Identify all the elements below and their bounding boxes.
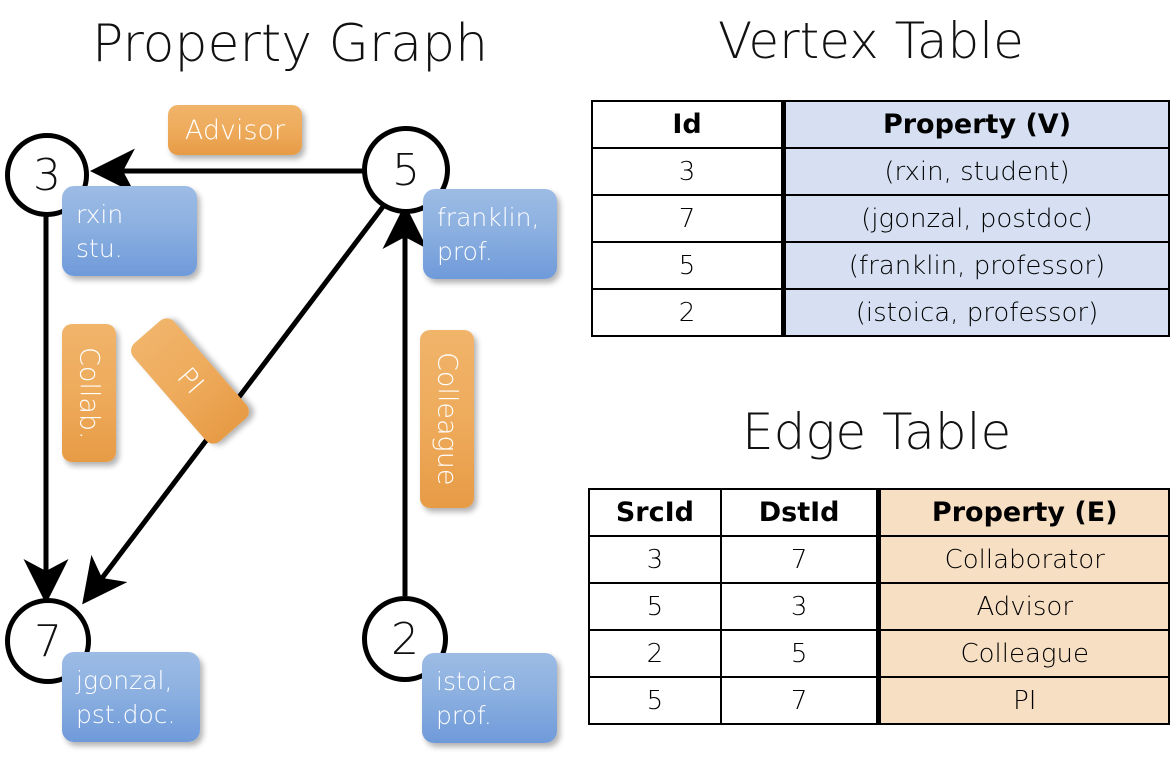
vertex-cell-id: 5: [591, 241, 785, 290]
graph-node-3-property-line-1: rxin: [76, 200, 124, 229]
graph-node-5-label: 5: [392, 144, 420, 196]
table-row[interactable]: 5 7 PI: [588, 676, 1170, 725]
vertex-cell-id: 7: [591, 194, 785, 243]
graph-node-7-property-line-2: pst.doc.: [76, 700, 176, 729]
graph-node-5-property-line-1: franklin,: [437, 203, 540, 232]
graph-node-2-property-box: istoica prof.: [422, 653, 557, 743]
edge-cell-property: PI: [876, 676, 1170, 725]
page-title-vertex-table: Vertex Table: [718, 12, 1024, 70]
graph-node-5-property-box: franklin, prof.: [423, 189, 557, 279]
graph-node-2[interactable]: 2: [362, 596, 448, 682]
vertex-cell-property: (rxin, student): [781, 147, 1170, 196]
graph-node-3-label: 3: [33, 149, 61, 201]
vertex-cell-property: (istoica, professor): [781, 288, 1170, 337]
edge-label-collab: Collab.: [62, 324, 116, 462]
edge-cell-property: Advisor: [876, 582, 1170, 631]
vertex-table-col-property: Property (V): [781, 100, 1170, 149]
graph-node-5-property-line-2: prof.: [437, 237, 493, 266]
graph-node-7-property-line-1: jgonzal,: [76, 666, 173, 695]
edge-table: SrcId DstId Property (E) 3 7 Collaborato…: [588, 488, 1170, 725]
vertex-cell-property: (jgonzal, postdoc): [781, 194, 1170, 243]
vertex-table-col-id: Id: [591, 100, 785, 149]
edge-cell-srcid: 2: [588, 629, 722, 678]
edge-cell-srcid: 5: [588, 582, 722, 631]
edge-cell-dstid: 7: [719, 535, 880, 584]
edge-table-col-property: Property (E): [876, 488, 1170, 537]
graph-node-7-property-box: jgonzal, pst.doc.: [62, 652, 200, 742]
table-row[interactable]: 7 (jgonzal, postdoc): [591, 194, 1170, 243]
edge-label-advisor: Advisor: [168, 105, 302, 155]
graph-node-2-property-line-1: istoica: [436, 667, 518, 696]
graph-node-3-property-line-2: stu.: [76, 234, 123, 263]
edge-cell-srcid: 3: [588, 535, 722, 584]
edge-table-col-srcid: SrcId: [588, 488, 722, 537]
vertex-cell-property: (franklin, professor): [781, 241, 1170, 290]
page-title-edge-table: Edge Table: [742, 403, 1012, 461]
graph-node-3-property-box: rxin stu.: [62, 186, 197, 276]
edge-cell-dstid: 3: [719, 582, 880, 631]
table-row[interactable]: 2 5 Colleague: [588, 629, 1170, 678]
vertex-table-header-row: Id Property (V): [591, 100, 1170, 149]
graph-node-7-label: 7: [34, 615, 62, 667]
vertex-cell-id: 3: [591, 147, 785, 196]
edge-cell-dstid: 7: [719, 676, 880, 725]
edge-table-header-row: SrcId DstId Property (E): [588, 488, 1170, 537]
table-row[interactable]: 3 7 Collaborator: [588, 535, 1170, 584]
edge-cell-dstid: 5: [719, 629, 880, 678]
edge-cell-property: Collaborator: [876, 535, 1170, 584]
edge-table-col-dstid: DstId: [719, 488, 880, 537]
vertex-table: Id Property (V) 3 (rxin, student) 7 (jgo…: [591, 100, 1170, 337]
table-row[interactable]: 5 3 Advisor: [588, 582, 1170, 631]
table-row[interactable]: 2 (istoica, professor): [591, 288, 1170, 337]
edge-cell-srcid: 5: [588, 676, 722, 725]
page-title-property-graph: Property Graph: [92, 14, 489, 74]
vertex-cell-id: 2: [591, 288, 785, 337]
edge-cell-property: Colleague: [876, 629, 1170, 678]
edge-label-colleague: Colleague: [420, 330, 474, 508]
graph-node-2-property-line-2: prof.: [436, 701, 492, 730]
property-graph-diagram: 3 rxin stu. 5 franklin, prof. 7 jgonzal,…: [5, 105, 557, 743]
table-row[interactable]: 5 (franklin, professor): [591, 241, 1170, 290]
table-row[interactable]: 3 (rxin, student): [591, 147, 1170, 196]
graph-node-2-label: 2: [391, 613, 419, 665]
